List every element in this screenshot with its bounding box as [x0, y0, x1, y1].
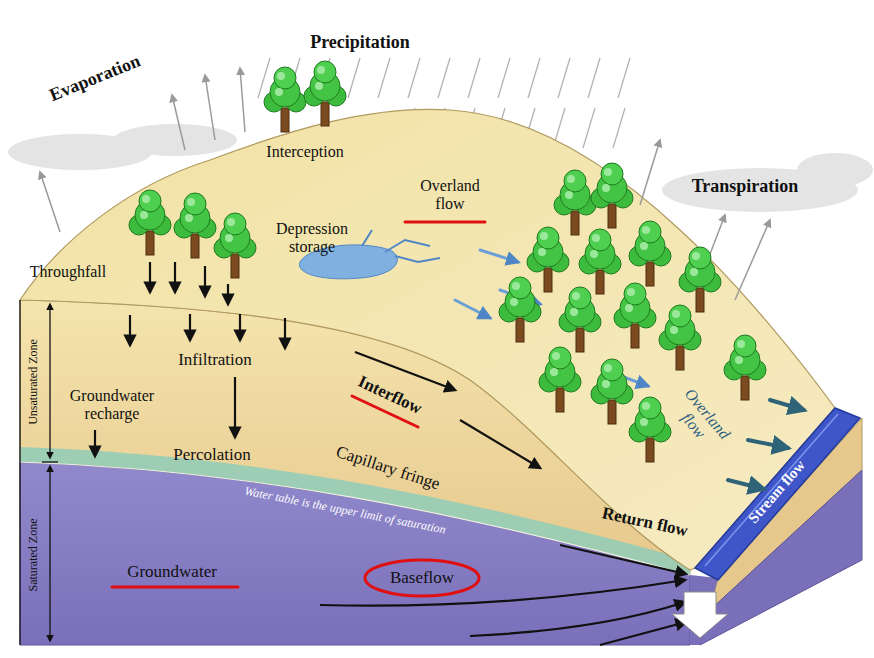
- throughfall-arrow: [204, 266, 206, 296]
- tree: [304, 61, 346, 126]
- flow-arrow: [748, 440, 788, 448]
- red-underline: [405, 221, 485, 224]
- zone-bracket-tick: [42, 461, 58, 462]
- evaporation-arrow: [40, 172, 60, 232]
- zone-bracket: [49, 466, 50, 641]
- tree: [499, 277, 541, 342]
- vapour-arrows: [40, 68, 770, 300]
- infiltration-arrow: [189, 314, 191, 340]
- zone-bracket: [49, 304, 50, 458]
- process-label: Overland flow: [663, 381, 736, 458]
- process-label: Return flow: [600, 503, 690, 540]
- tree: [591, 163, 633, 228]
- process-label: Interflow: [355, 372, 425, 418]
- tree: [214, 213, 256, 278]
- process-arrows: [95, 262, 686, 645]
- tree: [554, 170, 596, 235]
- red-circle: [365, 560, 479, 596]
- tree: [629, 221, 671, 286]
- evaporation-arrow: [172, 95, 185, 150]
- rill-lines: [362, 230, 440, 262]
- tree: [724, 335, 766, 400]
- zone-label: Saturated Zone: [27, 519, 41, 592]
- flow-arrow: [770, 400, 804, 410]
- infiltration-arrow: [284, 318, 286, 348]
- tree: [559, 287, 601, 352]
- process-label: Stream flow: [745, 457, 809, 527]
- throughfall-arrow: [227, 284, 229, 304]
- trees: [129, 61, 766, 462]
- process-label: Groundwater: [127, 562, 217, 582]
- infiltration-arrow: [129, 315, 131, 345]
- recharge-arrow: [94, 430, 96, 456]
- block-edge: [19, 300, 20, 645]
- transpiration-arrow: [640, 140, 660, 205]
- process-label: Infiltration: [178, 350, 252, 370]
- cloud-puff: [113, 124, 237, 156]
- process-label: Interception: [266, 143, 343, 161]
- process-label: Transpiration: [692, 176, 799, 197]
- transpiration-arrow: [735, 220, 770, 300]
- tree: [579, 229, 621, 294]
- evaporation-arrow: [205, 75, 215, 140]
- return-flow-arrow: [560, 545, 686, 574]
- throughfall-arrow: [174, 262, 176, 292]
- tree: [129, 190, 171, 255]
- cloud-puff: [797, 153, 873, 187]
- tree: [679, 247, 721, 312]
- flow-streak: [480, 250, 518, 262]
- tree: [614, 283, 656, 348]
- tree: [539, 347, 581, 412]
- process-label: Precipitation: [310, 32, 410, 53]
- land-surface: [20, 109, 835, 570]
- tree: [629, 397, 671, 462]
- throughfall-arrow: [149, 262, 151, 292]
- tree: [174, 193, 216, 258]
- process-label: Throughfall: [30, 263, 106, 281]
- infiltration-arrow: [239, 314, 241, 340]
- zone-label: Capillary fringe: [334, 442, 443, 494]
- baseflow-arrow: [320, 580, 685, 606]
- process-label: Overland flow: [410, 177, 490, 214]
- process-label: Baseflow: [390, 568, 454, 588]
- note-label: Water table is the upper limit of satura…: [243, 485, 446, 538]
- flow-streak: [455, 300, 490, 318]
- zone-brackets: [20, 300, 58, 645]
- tree: [264, 67, 306, 132]
- outflow-arrow: [672, 592, 728, 638]
- flow-arrow: [728, 480, 764, 489]
- tree: [527, 227, 569, 292]
- interflow-arrow: [460, 420, 540, 468]
- baseflow-arrow: [600, 622, 686, 645]
- evaporation-arrow: [240, 68, 245, 132]
- percolation-arrow: [234, 377, 236, 437]
- process-label: Groundwater recharge: [59, 387, 165, 424]
- zone-label: Unsaturated Zone: [27, 339, 41, 425]
- red-annotations: [112, 222, 485, 596]
- red-underline: [112, 586, 238, 589]
- process-label: Percolation: [173, 445, 250, 465]
- tree: [591, 359, 633, 424]
- process-label: Depression storage: [266, 220, 358, 257]
- process-label: Evaporation: [47, 50, 144, 105]
- tree: [659, 305, 701, 370]
